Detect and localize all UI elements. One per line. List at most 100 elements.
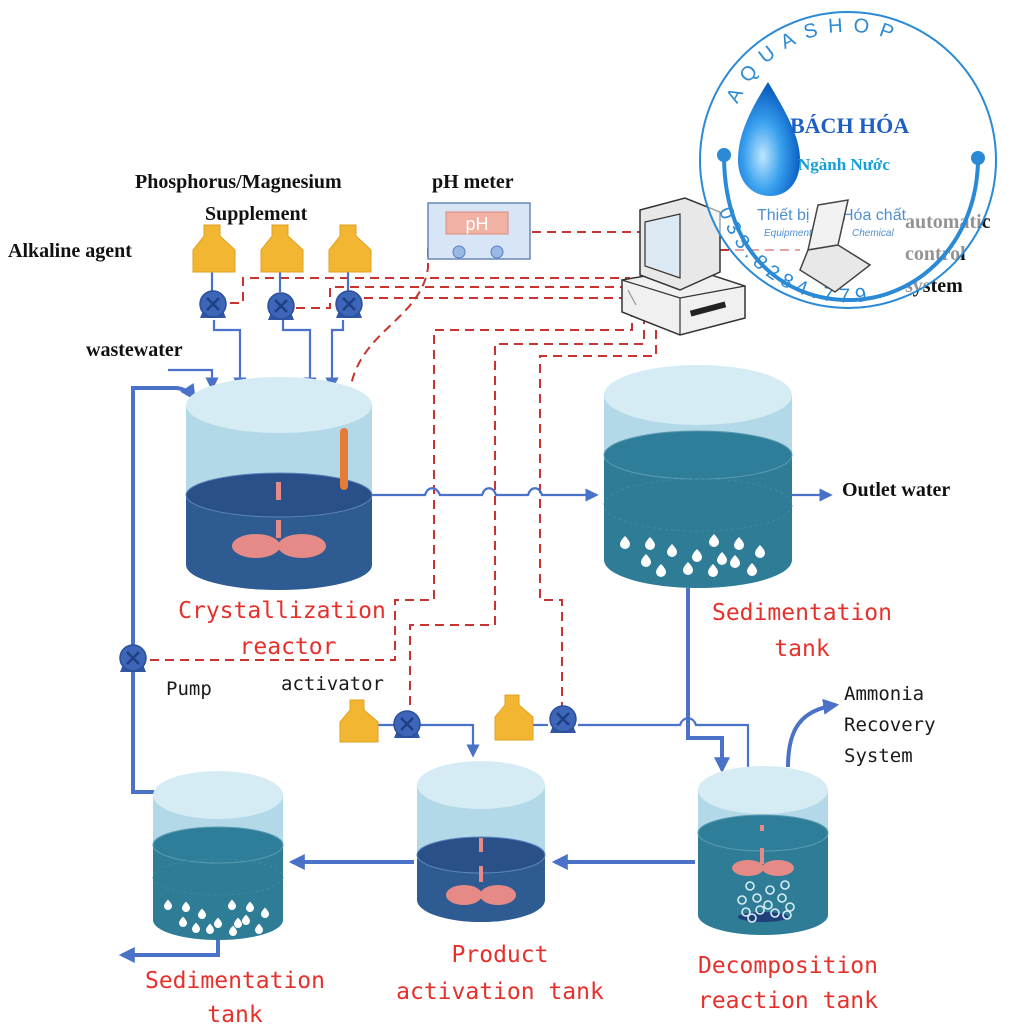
- ammonia-label-1: Ammonia: [844, 683, 924, 705]
- alkaline-agent-label: Alkaline agent: [8, 240, 132, 262]
- decomposition-reaction-tank: [697, 766, 829, 935]
- watermark-tagline-left: Thiết bị: [757, 207, 809, 224]
- gas-bubble: [770, 908, 780, 918]
- sediment-particle: [656, 564, 666, 577]
- gas-bubble: [747, 913, 757, 923]
- sediment-particle: [192, 922, 200, 933]
- sedimentation-tank-bottom: [152, 771, 284, 940]
- phosphorus-label: Phosphorus/Magnesium: [135, 171, 342, 193]
- sediment-particles: [620, 534, 765, 577]
- wastewater-inlet-pipe: [168, 368, 219, 391]
- computer-icon: [621, 197, 746, 336]
- crystallization-label-2: reactor: [240, 634, 337, 660]
- activator-bottle-icon: [339, 699, 379, 743]
- gas-bubbles: [737, 880, 795, 923]
- control-line-pump-1: [230, 277, 630, 304]
- sediment-particle: [730, 555, 740, 568]
- ph-display: pH: [465, 214, 488, 234]
- reactor-to-sedimentation-pipe: [372, 487, 599, 502]
- activator-label: activator: [281, 673, 384, 695]
- pump-label: Pump: [166, 678, 212, 700]
- gas-bubble: [755, 905, 765, 915]
- sludge-outlet-pipe: [118, 940, 220, 963]
- pump-decomp-icon: [549, 705, 577, 733]
- watermark-name-2: Ngành Nước: [798, 155, 890, 174]
- sedimentation-top-label-1: Sedimentation: [712, 600, 892, 626]
- gas-bubble: [741, 907, 751, 917]
- sediment-particle: [234, 917, 242, 928]
- product-activation-label-1: Product: [452, 942, 549, 968]
- pump-recycle-icon: [119, 644, 147, 672]
- sediment-particle: [242, 914, 250, 925]
- decomp-chemical-bottle-icon: [494, 694, 534, 741]
- gas-bubble: [737, 895, 747, 905]
- pump-alkaline-icon: [199, 290, 227, 318]
- alkaline-bottle-icon: [192, 224, 236, 273]
- wastewater-label: wastewater: [86, 339, 183, 361]
- watermark-sub-left: Equipment: [764, 228, 813, 239]
- sediment-particle: [755, 545, 765, 558]
- sediment-particle: [667, 544, 677, 557]
- supplement-label: Supplement: [205, 203, 308, 225]
- sediment-particle: [179, 916, 187, 927]
- water-drop-icon: [738, 82, 800, 196]
- watermark-tagline-right: Hóa chất: [842, 207, 907, 224]
- crystallization-reactor: [185, 377, 373, 590]
- sediment-particle: [747, 563, 757, 576]
- sediment-particle: [641, 554, 651, 567]
- magnesium-bottle-icon: [328, 224, 372, 273]
- outlet-water-label: Outlet water: [842, 479, 950, 501]
- crystallization-label-1: Crystallization: [178, 598, 386, 624]
- pump-phosphorus-icon: [267, 292, 295, 320]
- gas-bubble: [785, 902, 795, 912]
- sediment-particle: [709, 534, 719, 547]
- sedimentation-tank-top: [603, 365, 793, 588]
- watermark: AQUASHOP BÁCH HÓA Ngành Nước Thiết bị | …: [699, 11, 997, 309]
- sediment-particle: [164, 899, 172, 910]
- control-line-decomp-pump: [539, 315, 657, 715]
- sediment-particle: [214, 917, 222, 928]
- gas-bubble: [745, 881, 755, 891]
- ammonia-label-3: System: [844, 745, 913, 767]
- sediment-particle: [734, 537, 744, 550]
- gas-bubble: [763, 900, 773, 910]
- control-line-ph-probe: [344, 248, 429, 431]
- impeller-icon: [232, 534, 280, 558]
- sediment-particle: [206, 923, 214, 934]
- sediment-particle: [261, 907, 269, 918]
- decomposition-label-2: reaction tank: [698, 988, 878, 1014]
- pump-magnesium-icon: [335, 290, 363, 318]
- ph-probe-icon: [340, 428, 348, 490]
- gas-bubble: [752, 893, 762, 903]
- recycle-pipe: [131, 382, 196, 794]
- sediment-particle: [228, 899, 236, 910]
- decomposition-label-1: Decomposition: [698, 953, 878, 979]
- sediment-particle: [645, 537, 655, 550]
- product-activation-label-2: activation tank: [396, 979, 604, 1005]
- watermark-sub-right: Chemical: [852, 228, 894, 239]
- gas-bubble: [782, 910, 792, 920]
- sedimentation-top-label-2: tank: [774, 636, 830, 662]
- sediment-particle: [683, 562, 693, 575]
- gas-bubble: [765, 885, 775, 895]
- sediment-particle: [182, 901, 190, 912]
- sediment-particle: [692, 549, 702, 562]
- sediment-particles: [164, 899, 269, 936]
- phosphorus-bottle-icon: [260, 224, 304, 273]
- product-activation-tank: [416, 761, 546, 922]
- sediment-to-decomp-pipe: [686, 588, 730, 774]
- sediment-particle: [246, 901, 254, 912]
- ammonia-pipe: [786, 698, 840, 768]
- pumps: [119, 290, 577, 738]
- control-line-activator-pump: [409, 315, 645, 715]
- sedimentation-bottom-label-2: tank: [207, 1002, 263, 1024]
- ph-meter-label: pH meter: [432, 171, 514, 193]
- control-line-main-pump: [150, 308, 633, 661]
- sediment-particle: [620, 536, 630, 549]
- laptop-icon: [799, 199, 872, 293]
- sediment-particle: [255, 923, 263, 934]
- chemical-bottles: [192, 224, 534, 743]
- sedimentation-bottom-label-1: Sedimentation: [145, 968, 325, 994]
- sediment-particle: [717, 552, 727, 565]
- sediment-particle: [708, 564, 718, 577]
